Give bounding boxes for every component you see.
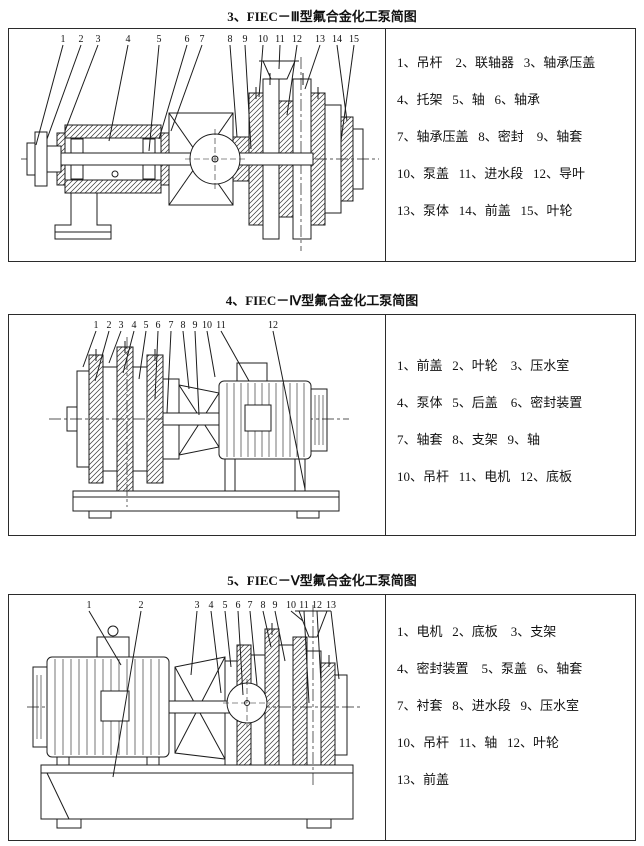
callout-number: 10 xyxy=(286,600,296,611)
callout-number: 1 xyxy=(61,34,66,45)
callout-number: 9 xyxy=(273,600,278,611)
parts-line: 13、泵体 14、前盖 15、叶轮 xyxy=(397,203,573,218)
section-3-parts-list: 1、电机 2、底板 3、支架 4、密封装置 5、泵盖 6、轴套 7、衬套 8、进… xyxy=(386,595,635,840)
parts-line: 7、轴套 8、支架 9、轴 xyxy=(397,432,541,447)
parts-line: 4、泵体 5、后盖 6、密封装置 xyxy=(397,395,583,410)
motor xyxy=(219,363,327,491)
callout-numbers: 1 2 3 4 5 6 7 8 9 10 11 12 13 14 15 xyxy=(61,34,360,45)
parts-line: 10、吊杆 11、轴 12、叶轮 xyxy=(397,735,560,750)
callout-number: 4 xyxy=(209,600,214,611)
parts-line: 1、电机 2、底板 3、支架 xyxy=(397,624,557,639)
callout-number: 2 xyxy=(79,34,84,45)
parts-line: 4、密封装置 5、泵盖 6、轴套 xyxy=(397,661,583,676)
section-2-drawing: 1 2 3 4 5 6 7 8 9 10 11 12 xyxy=(9,315,386,535)
callout-number: 13 xyxy=(326,600,336,611)
bearings xyxy=(71,139,155,179)
callout-number: 9 xyxy=(243,34,248,45)
suction-funnel xyxy=(295,611,331,637)
bearing-bracket xyxy=(55,125,169,239)
callout-number: 9 xyxy=(193,320,198,331)
section-1-title: 3、FIEC－Ⅲ型氟合金化工泵简图 xyxy=(227,9,417,24)
callout-number: 3 xyxy=(96,34,101,45)
section-2-panel: 1 2 3 4 5 6 7 8 9 10 11 12 1、前盖 2、叶轮 3、压… xyxy=(8,314,636,536)
callout-number: 6 xyxy=(185,34,190,45)
parts-line: 1、前盖 2、叶轮 3、压水室 xyxy=(397,358,570,373)
callout-number: 2 xyxy=(107,320,112,331)
callout-number: 1 xyxy=(94,320,99,331)
callout-numbers: 1 2 3 4 5 6 7 8 9 10 11 12 xyxy=(94,320,279,331)
section-3-panel: 1 2 3 4 5 6 7 8 9 10 11 12 13 1、电机 2、底板 … xyxy=(8,594,636,841)
callout-number: 3 xyxy=(195,600,200,611)
callout-number: 8 xyxy=(261,600,266,611)
section-2-parts-list: 1、前盖 2、叶轮 3、压水室 4、泵体 5、后盖 6、密封装置 7、轴套 8、… xyxy=(386,315,635,535)
shaft xyxy=(163,413,227,425)
pump-casing-stack xyxy=(67,341,179,491)
leader-lines xyxy=(36,45,354,151)
callout-number: 4 xyxy=(126,34,131,45)
parts-line: 4、托架 5、轴 6、轴承 xyxy=(397,92,541,107)
callout-number: 6 xyxy=(236,600,241,611)
section-2-title: 4、FIEC－Ⅳ型氟合金化工泵简图 xyxy=(225,293,419,308)
callout-number: 12 xyxy=(268,320,278,331)
callout-number: 5 xyxy=(223,600,228,611)
baseplate xyxy=(73,491,339,518)
callout-number: 2 xyxy=(139,600,144,611)
section-1-drawing: 1 2 3 4 5 6 7 8 9 10 11 12 13 14 15 xyxy=(9,29,386,261)
seal-circle xyxy=(185,129,245,189)
section-3-title: 5、FIEC－Ⅴ型氟合金化工泵简图 xyxy=(227,573,417,588)
callout-number: 3 xyxy=(119,320,124,331)
callout-number: 7 xyxy=(200,34,205,45)
callout-numbers: 1 2 3 4 5 6 7 8 9 10 11 12 13 xyxy=(87,600,337,611)
section-1-parts-list: 1、吊杆 2、联轴器 3、轴承压盖 4、托架 5、轴 6、轴承 7、轴承压盖 8… xyxy=(386,29,635,261)
seal-circle xyxy=(223,679,271,727)
callout-number: 15 xyxy=(349,34,359,45)
parts-line: 10、泵盖 11、进水段 12、导叶 xyxy=(397,166,586,181)
leader-lines xyxy=(89,611,339,777)
callout-number: 13 xyxy=(315,34,325,45)
callout-number: 7 xyxy=(169,320,174,331)
pump-casing-stack xyxy=(225,623,347,765)
parts-line: 7、轴承压盖 8、密封 9、轴套 xyxy=(397,129,583,144)
callout-number: 4 xyxy=(132,320,137,331)
callout-number: 12 xyxy=(292,34,302,45)
callout-number: 14 xyxy=(332,34,342,45)
callout-number: 11 xyxy=(275,34,285,45)
callout-number: 10 xyxy=(258,34,268,45)
callout-number: 5 xyxy=(157,34,162,45)
fiec-5-pump-diagram: 1 2 3 4 5 6 7 8 9 10 11 12 13 xyxy=(9,600,386,840)
parts-line: 7、衬套 8、进水段 9、压水室 xyxy=(397,698,580,713)
callout-number: 7 xyxy=(248,600,253,611)
callout-number: 8 xyxy=(181,320,186,331)
callout-number: 8 xyxy=(228,34,233,45)
parts-line: 1、吊杆 2、联轴器 3、轴承压盖 xyxy=(397,55,596,70)
fiec-3-pump-diagram: 1 2 3 4 5 6 7 8 9 10 11 12 13 14 15 xyxy=(9,34,386,261)
shaft xyxy=(47,153,313,165)
motor xyxy=(33,626,169,765)
leader-lines xyxy=(83,331,305,489)
base-pedestal xyxy=(41,765,353,828)
fiec-4-pump-diagram: 1 2 3 4 5 6 7 8 9 10 11 12 xyxy=(9,320,386,535)
coupling xyxy=(27,132,61,186)
parts-line: 13、前盖 xyxy=(397,772,450,787)
parts-line: 10、吊杆 11、电机 12、底板 xyxy=(397,469,573,484)
callout-number: 5 xyxy=(144,320,149,331)
callout-number: 11 xyxy=(216,320,226,331)
callout-number: 1 xyxy=(87,600,92,611)
callout-number: 10 xyxy=(202,320,212,331)
section-1-panel: 1 2 3 4 5 6 7 8 9 10 11 12 13 14 15 xyxy=(8,28,636,262)
section-3-drawing: 1 2 3 4 5 6 7 8 9 10 11 12 13 xyxy=(9,595,386,840)
callout-number: 12 xyxy=(312,600,322,611)
callout-number: 6 xyxy=(156,320,161,331)
callout-number: 11 xyxy=(299,600,309,611)
